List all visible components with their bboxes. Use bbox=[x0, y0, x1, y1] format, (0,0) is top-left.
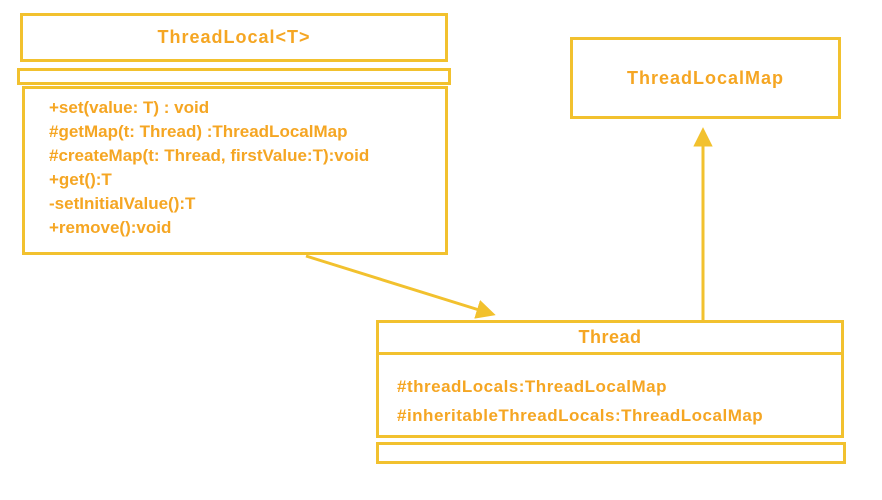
arrow-threadlocal-to-thread bbox=[305, 254, 496, 319]
method-createmap: #createMap(t: Thread, firstValue:T):void bbox=[49, 146, 370, 165]
attribute-threadlocals: #threadLocals:ThreadLocalMap bbox=[397, 377, 668, 396]
class-threadlocal-fields-compartment bbox=[17, 68, 451, 85]
method-remove: +remove():void bbox=[49, 218, 172, 237]
class-threadlocalmap-box: ThreadLocalMap bbox=[570, 37, 841, 119]
method-get: +get():T bbox=[49, 170, 112, 189]
method-set: +set(value: T) : void bbox=[49, 98, 210, 117]
class-thread-box: Thread #threadLocals:ThreadLocalMap #inh… bbox=[376, 320, 844, 438]
class-threadlocal-title: ThreadLocal<T> bbox=[157, 27, 311, 47]
class-threadlocal-methods-compartment: +set(value: T) : void #getMap(t: Thread)… bbox=[22, 86, 448, 255]
class-thread-title: Thread bbox=[379, 323, 841, 355]
class-thread-empty-compartment bbox=[376, 442, 846, 464]
class-threadlocalmap-title: ThreadLocalMap bbox=[626, 68, 785, 88]
attribute-inheritablethreadlocals: #inheritableThreadLocals:ThreadLocalMap bbox=[397, 406, 764, 425]
method-setinitialvalue: -setInitialValue():T bbox=[49, 194, 196, 213]
class-thread-attributes-compartment: #threadLocals:ThreadLocalMap #inheritabl… bbox=[379, 355, 841, 430]
class-threadlocal-title-box: ThreadLocal<T> bbox=[20, 13, 448, 62]
method-getmap: #getMap(t: Thread) :ThreadLocalMap bbox=[49, 122, 348, 141]
